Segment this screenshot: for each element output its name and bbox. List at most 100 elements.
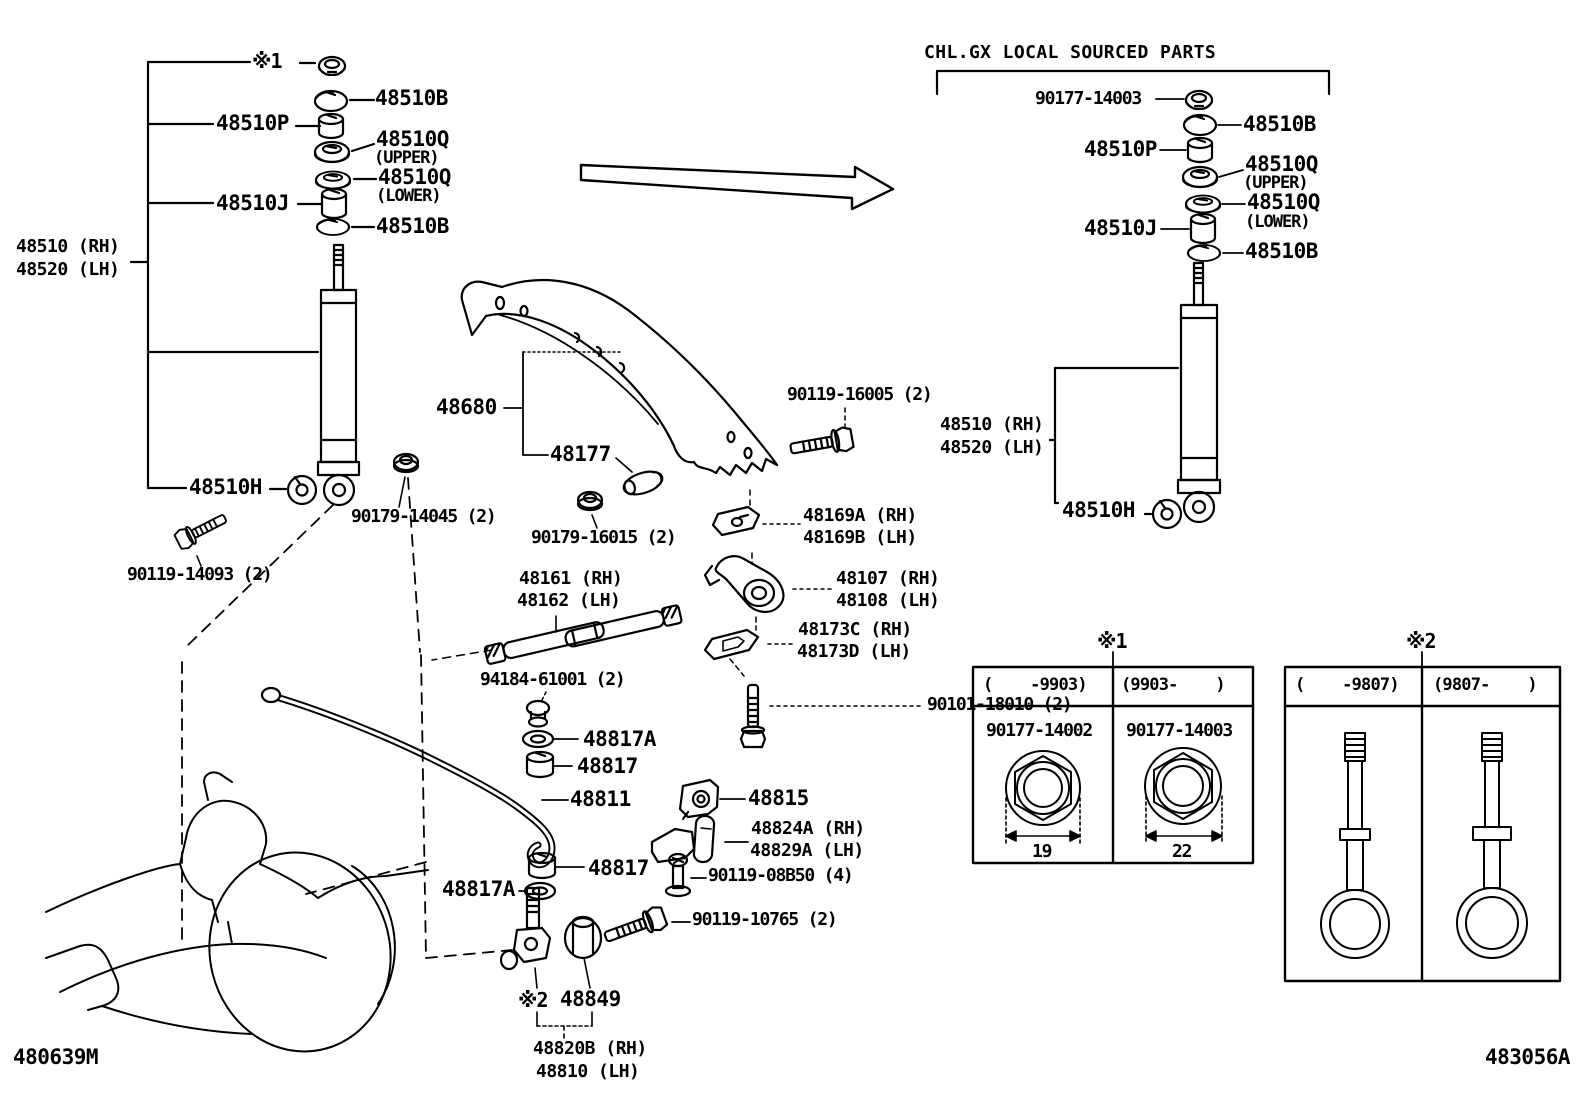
left-label-bracket [129, 60, 378, 491]
bolt-90119-10765 [600, 903, 691, 950]
table2-col1-header: ( -9807) [1295, 675, 1400, 695]
nut-90179-16015 [576, 490, 604, 529]
grommet-94184-61001 [525, 691, 551, 728]
label-48510b-r1: 48510B [1243, 112, 1316, 136]
dashed-guides [181, 477, 513, 959]
label-48108-lh: 48108 (LH) [836, 590, 940, 611]
label-48520-lh: 48520 (LH) [16, 259, 120, 280]
shock-absorber-left [316, 243, 361, 507]
bracket-ref2-48849 [534, 957, 593, 1041]
stabilizer-bar-48811 [260, 686, 569, 869]
local-sourced-title: CHL.GX LOCAL SOURCED PARTS [924, 42, 1217, 63]
label-48169a-rh: 48169A (RH) [803, 505, 917, 526]
right-label-bracket [1048, 366, 1180, 516]
label-90179-14045: 90179-14045 (2) [351, 506, 497, 527]
label-48510j: 48510J [216, 191, 289, 215]
label-48169b-lh: 48169B (LH) [803, 527, 917, 548]
label-48817-lower: 48817 [588, 856, 649, 880]
label-48107-rh: 48107 (RH) [836, 568, 940, 589]
label-48510p: 48510P [216, 111, 289, 135]
left-mount-parts [313, 55, 352, 237]
label-48810-lh: 48810 (LH) [536, 1061, 640, 1082]
label-48510b-2: 48510B [376, 214, 449, 238]
label-48161-rh: 48161 (RH) [519, 568, 623, 589]
spec-table-ref2 [1283, 651, 1562, 983]
label-48177: 48177 [550, 442, 611, 466]
table1-part1: 90177-14002 [986, 720, 1093, 741]
cushion-48817-upper [525, 750, 573, 779]
label-48829a-lh: 48829A (LH) [750, 840, 864, 861]
label-90179-16015: 90179-16015 (2) [531, 527, 677, 548]
table1-dim2: 22 [1172, 841, 1192, 862]
shock-absorber-right [1176, 261, 1222, 524]
washer-48817a-lower [518, 881, 557, 901]
spec-table-ref1 [971, 651, 1255, 865]
label-upper-tag: (UPPER) [374, 148, 440, 168]
table1-col2-header: (9903- ) [1121, 675, 1226, 695]
ref2-marker-table: ※2 [1406, 629, 1437, 653]
table1-col1-header: ( -9903) [983, 675, 1088, 695]
label-48510q-r-lower: 48510Q [1247, 190, 1320, 214]
label-48510-rh: 48510 (RH) [16, 236, 120, 257]
table1-dim1: 19 [1032, 841, 1052, 862]
label-upper-tag-r: (UPPER) [1243, 173, 1309, 193]
link-48107 [703, 552, 833, 613]
label-48510q-lower: 48510Q [378, 165, 451, 189]
label-48510q-r-upper: 48510Q [1245, 152, 1318, 176]
bolt-90119-16005 [787, 407, 856, 462]
label-48815: 48815 [748, 786, 809, 810]
rods-48161-48162 [431, 604, 683, 665]
label-48510q-upper: 48510Q [376, 127, 449, 151]
label-90119-16005: 90119-16005 (2) [787, 384, 933, 405]
label-90101-18010: 90101-18010 (2) [927, 694, 1073, 715]
label-48817-upper: 48817 [577, 754, 638, 778]
label-48817a-upper: 48817A [583, 727, 656, 751]
label-48510h-left: 48510H [189, 475, 262, 499]
label-48817a-lower: 48817A [442, 877, 515, 901]
label-94184-61001: 94184-61001 (2) [480, 669, 626, 690]
label-lower-tag: (LOWER) [376, 186, 442, 206]
label-48173d-lh: 48173D (LH) [797, 641, 911, 662]
ref1-marker: ※1 [252, 49, 283, 73]
bushing-48849 [563, 915, 603, 960]
label-48510p-r: 48510P [1084, 137, 1157, 161]
label-90119-14093: 90119-14093 (2) [127, 564, 273, 585]
screw-90119-08b50 [664, 852, 707, 898]
label-90119-10765: 90119-10765 (2) [692, 909, 838, 930]
bolt-90101-18010 [729, 658, 925, 749]
washer-48817a-upper [521, 729, 579, 749]
bolt-90119-14093 [172, 508, 231, 567]
label-48680: 48680 [436, 395, 497, 419]
figure-code-left: 480639M [13, 1045, 99, 1069]
label-lower-tag-r: (LOWER) [1245, 212, 1311, 232]
crossmember-48680 [460, 278, 779, 477]
cushion-48817-lower [527, 851, 585, 880]
right-mount-parts [1155, 89, 1246, 263]
label-48510b-r2: 48510B [1245, 239, 1318, 263]
pin-48177 [615, 457, 664, 496]
label-48510-rh-r: 48510 (RH) [940, 414, 1044, 435]
bushing-48510h-left [286, 474, 318, 506]
ref1-marker-table: ※1 [1097, 629, 1128, 653]
label-48820b-rh: 48820B (RH) [533, 1038, 647, 1059]
table2-col2-header: (9807- ) [1433, 675, 1538, 695]
label-48510j-r: 48510J [1084, 216, 1157, 240]
label-48173c-rh: 48173C (RH) [798, 619, 912, 640]
label-90119-08b50: 90119-08B50 (4) [708, 865, 854, 886]
local-parts-bracket [935, 69, 1331, 96]
plate-48173 [703, 616, 797, 661]
label-48824a-rh: 48824A (RH) [751, 818, 865, 839]
axle-frame-sketch [45, 771, 429, 1053]
label-48510h-right: 48510H [1062, 498, 1135, 522]
label-48849: 48849 [560, 987, 621, 1011]
label-48520-lh-r: 48520 (LH) [940, 437, 1044, 458]
figure-code-right: 483056A [1485, 1045, 1571, 1069]
crossmember-leader-lines [503, 351, 621, 456]
ref2-marker-parts: ※2 [518, 988, 549, 1012]
nut-90179-14045 [392, 452, 420, 508]
stud-ref2 [499, 886, 552, 971]
label-48162-lh: 48162 (LH) [517, 590, 621, 611]
bracket-48169 [711, 489, 801, 537]
